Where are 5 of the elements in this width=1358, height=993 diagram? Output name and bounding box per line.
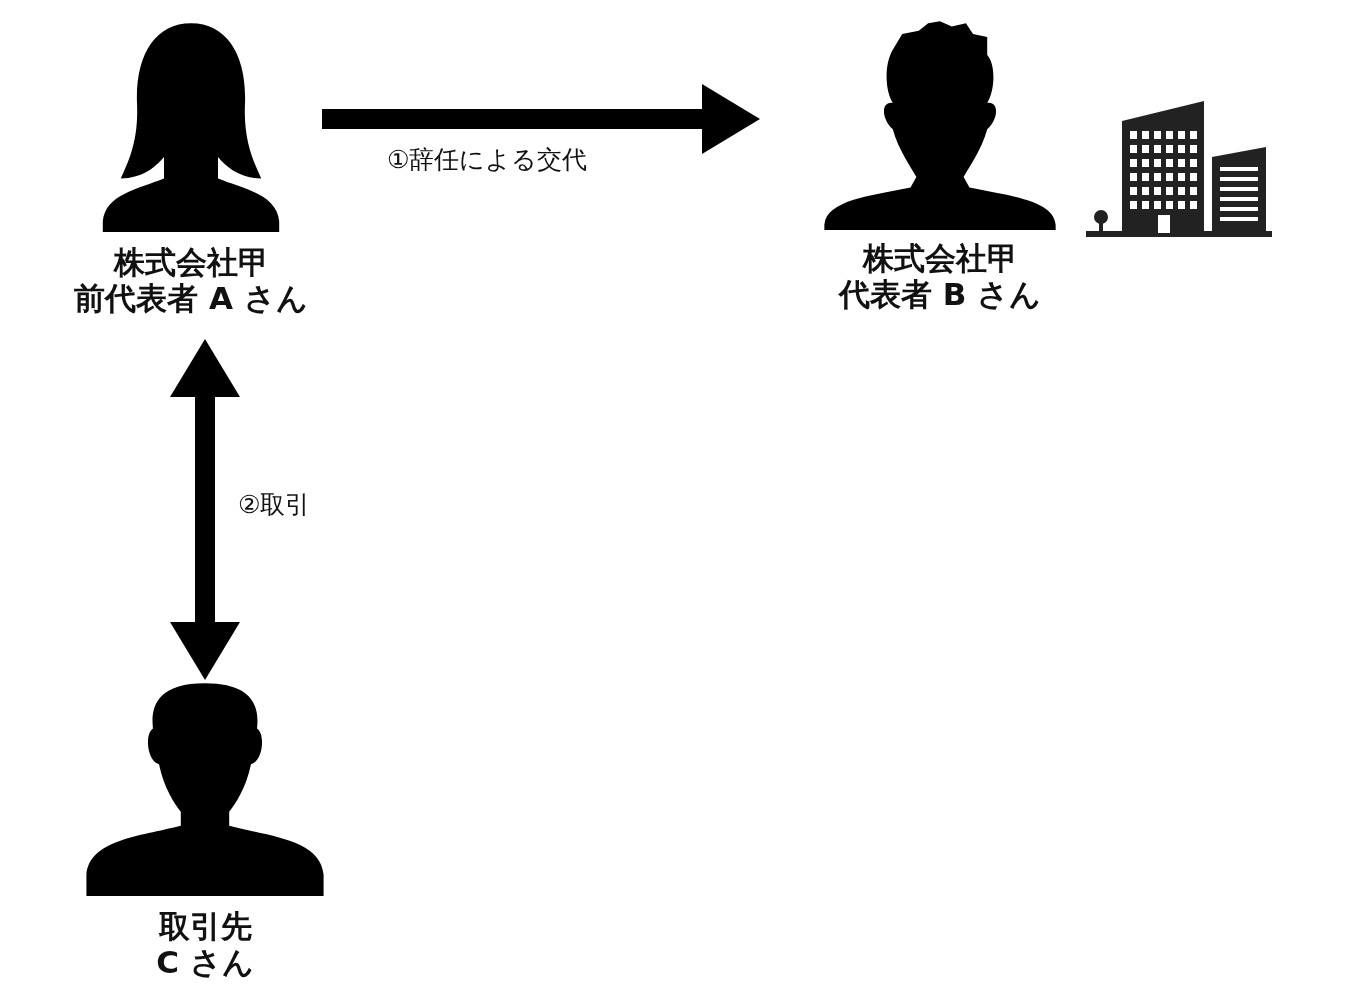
name-label: 株式会社甲前代表者 A さん — [73, 244, 309, 316]
name-label: 株式会社甲代表者 B さん — [837, 240, 1043, 312]
name-label: 取引先C さん — [155, 908, 255, 980]
arrow — [170, 339, 240, 680]
arrow — [322, 84, 760, 154]
